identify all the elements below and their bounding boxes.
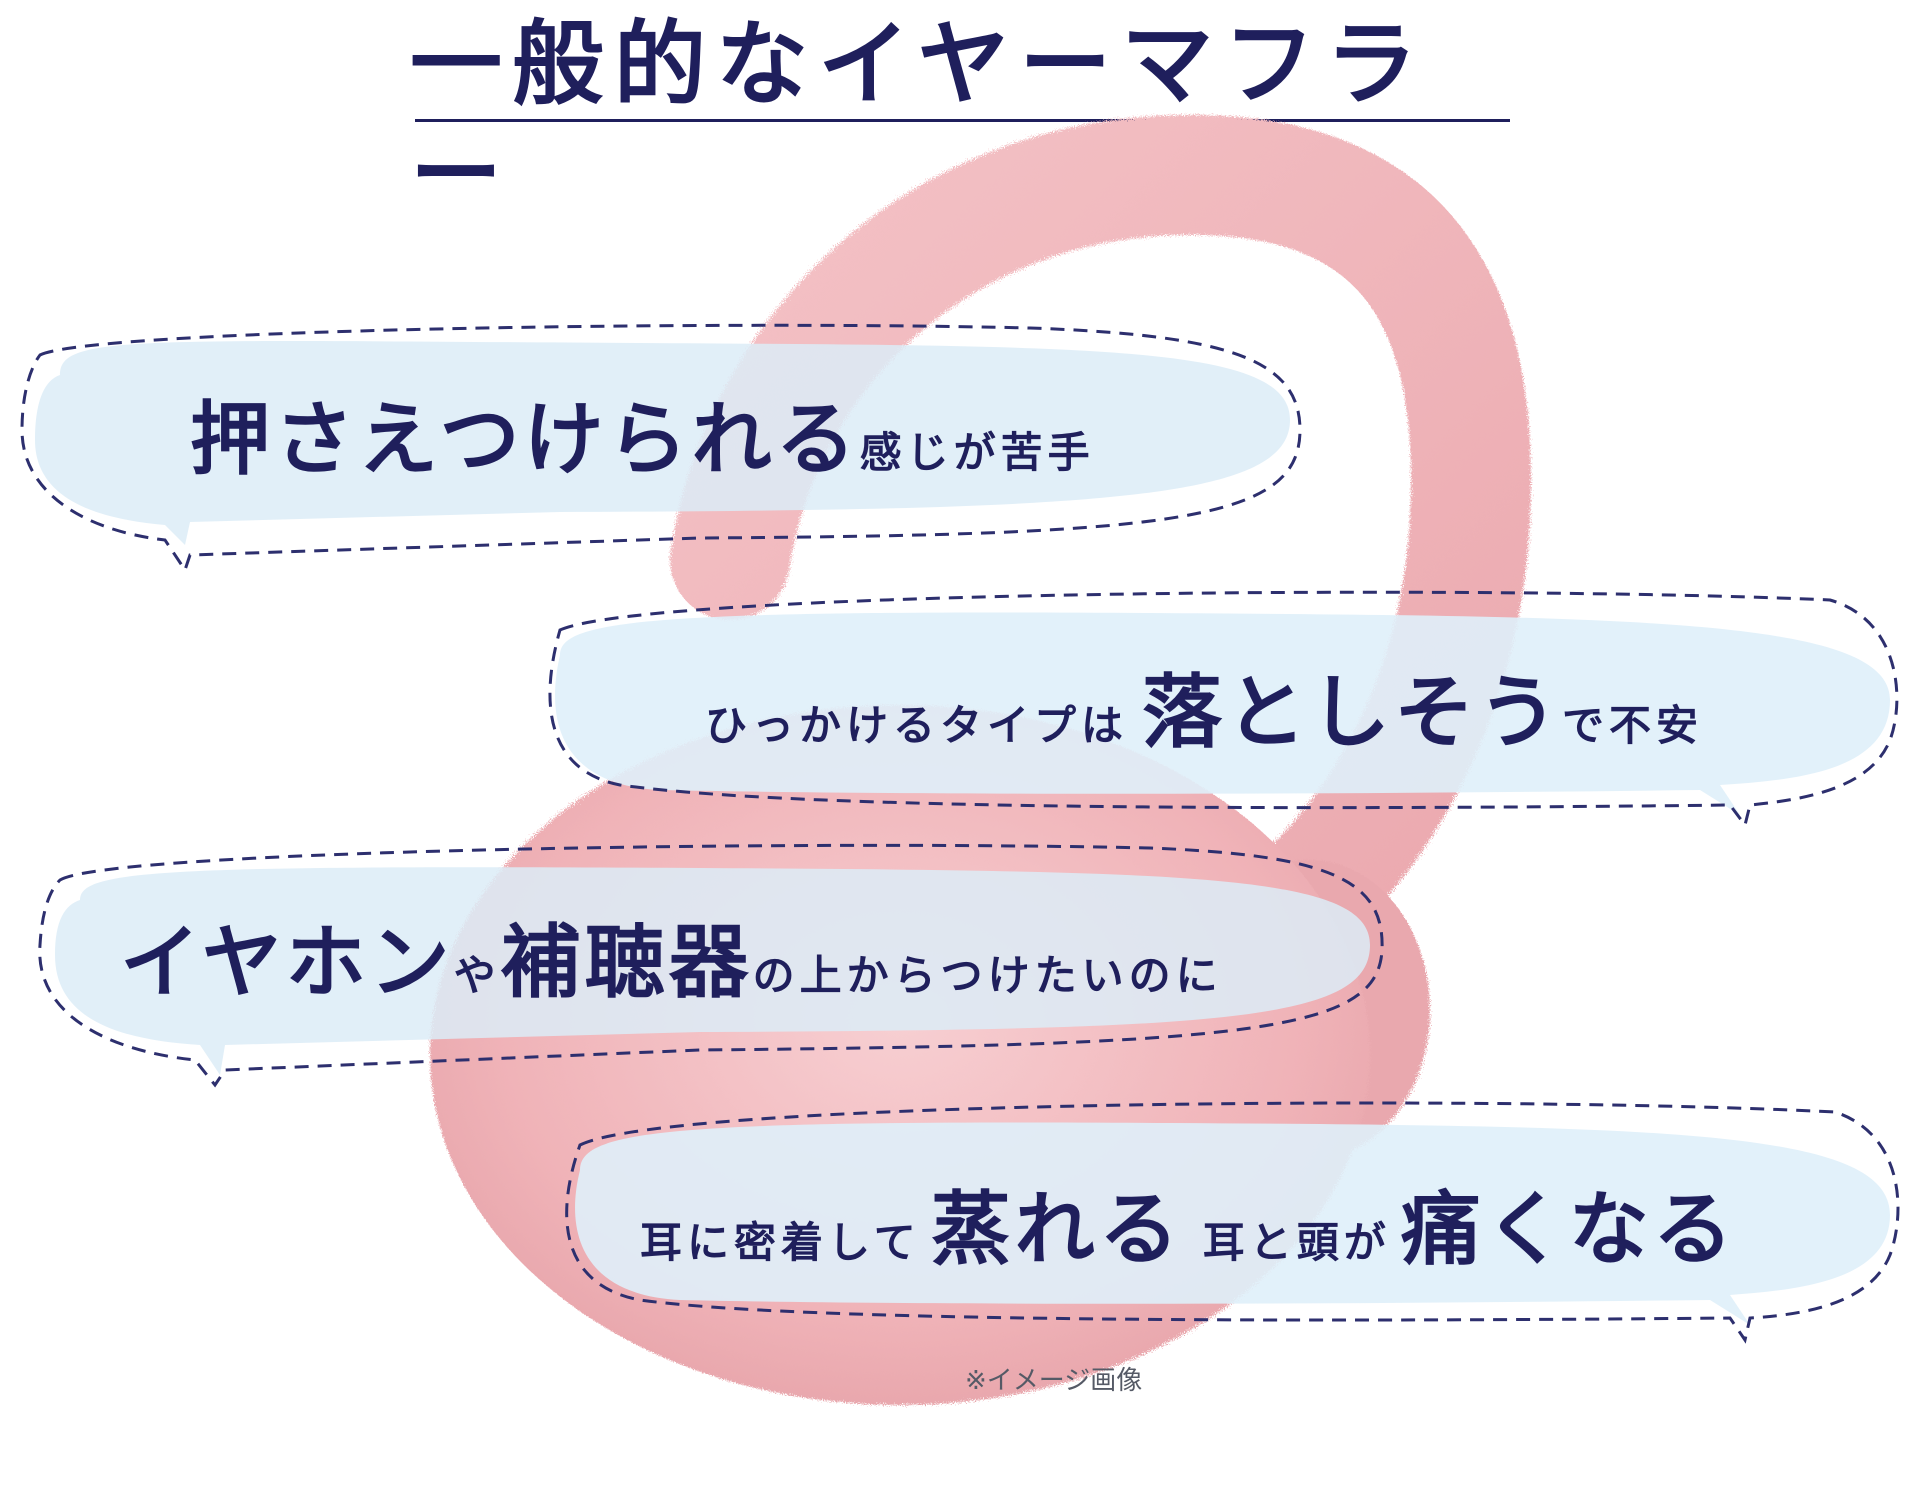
bubble-4-lead: 耳に密着して xyxy=(640,1218,921,1267)
bubble-3-text: イヤホン や 補聴器 の上からつけたいのに xyxy=(120,898,1223,1014)
bubble-2-emphasis: 落としそう xyxy=(1142,666,1563,759)
bubble-2-rest: で不安 xyxy=(1562,701,1704,750)
bubble-4-text: 耳に密着して 蒸れる 耳と頭が 痛くなる xyxy=(640,1165,1737,1281)
bubble-4-emphasis-2: 痛くなる xyxy=(1400,1183,1737,1276)
bubble-4-mid: 耳と頭が xyxy=(1202,1218,1391,1267)
speech-bubble-1 xyxy=(20,323,1302,574)
speech-bubble-2 xyxy=(548,590,1899,829)
title-underline xyxy=(415,119,1510,122)
image-caption: ※イメージ画像 xyxy=(965,1366,1143,1396)
bubble-3-emphasis-2: 補聴器 xyxy=(500,916,753,1009)
bubble-2-text: ひっかけるタイプは 落としそう で不安 xyxy=(705,648,1703,764)
bubble-3-particle: や xyxy=(453,951,501,1000)
bubble-1-rest: 感じが苦手 xyxy=(859,428,1095,477)
bubble-4-emphasis-1: 蒸れる xyxy=(930,1183,1183,1276)
bubble-1-emphasis: 押さえつけられる xyxy=(190,393,860,486)
speech-bubble-3 xyxy=(38,843,1384,1088)
speech-bubble-4 xyxy=(565,1101,1900,1344)
bubble-2-lead: ひっかけるタイプは xyxy=(705,701,1129,750)
bubble-3-emphasis-1: イヤホン xyxy=(120,916,454,1009)
page-title: 一般的なイヤーマフラー xyxy=(410,11,1428,228)
bubble-3-rest: の上からつけたいのに xyxy=(752,951,1223,1000)
bubble-1-text: 押さえつけられる 感じが苦手 xyxy=(190,375,1095,491)
